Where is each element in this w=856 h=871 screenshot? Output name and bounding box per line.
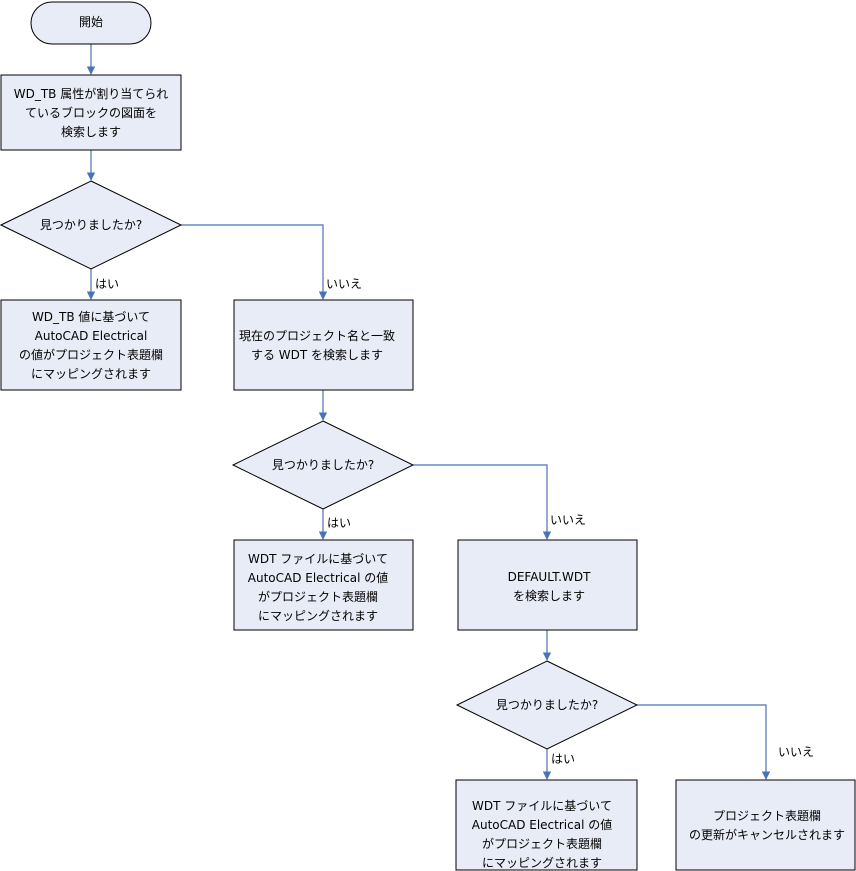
decision-2-label: 見つかりましたか?: [272, 458, 374, 472]
node-text-line: プロジェクト表題欄: [713, 808, 821, 823]
label-d1-no: いいえ: [326, 277, 362, 291]
search-default-wdt-label: DEFAULT.WDT を検索します: [508, 570, 591, 603]
node-text-line: にマッピングされます: [31, 367, 151, 381]
map-wdt-label-1: WDT ファイルに基づいて AutoCAD Electrical の値がプロジェク…: [248, 552, 388, 623]
map-wdtb-label: WD_TB 値に基づいて AutoCAD Electrical の値がプロジェクト表…: [19, 309, 163, 381]
node-text-line: がプロジェクト表題欄: [258, 589, 378, 604]
label-d3-no: いいえ: [778, 745, 814, 759]
label-d1-yes: はい: [95, 277, 119, 291]
node-text-line: を検索します: [513, 589, 585, 603]
edge-decision3-no: [637, 704, 771, 780]
label-d2-no: いいえ: [550, 513, 586, 527]
node-text-line: ているブロックの図面を: [25, 105, 157, 120]
label-d3-yes: はい: [551, 752, 575, 766]
decision-2: [231, 420, 415, 510]
node-text-line: DEFAULT.WDT: [508, 570, 591, 584]
node-text-line: WD_TB 属性が割り当てられ: [14, 86, 168, 101]
decision-1-label: 見つかりましたか?: [40, 218, 142, 232]
map-wdt-process-1: [233, 539, 414, 631]
label-d2-yes: はい: [327, 516, 351, 530]
node-text-line: がプロジェクト表題欄: [482, 836, 602, 851]
search-wdtb-label: WD_TB 属性が割り当てられているブロックの図面を検索します: [14, 86, 168, 139]
connectors: [86, 44, 771, 780]
node-text-line: する WDT を検索します: [251, 348, 383, 362]
node-text-line: 検索します: [61, 125, 121, 139]
search-project-wdt-label: 現在のプロジェクト名と一致する WDT を検索します: [239, 328, 395, 362]
decision-3: [455, 660, 639, 750]
node-text-line: AutoCAD Electrical: [35, 329, 148, 343]
map-wdt-label-2: WDT ファイルに基づいて AutoCAD Electrical の値がプロジェク…: [472, 799, 612, 870]
node-text-line: WDT ファイルに基づいて: [248, 552, 388, 566]
node-text-line: WD_TB 値に基づいて: [32, 309, 150, 324]
node-text-line: AutoCAD Electrical の値: [472, 817, 612, 832]
node-text-line: にマッピングされます: [482, 856, 602, 870]
edge-decision2-no: [413, 464, 552, 540]
node-text-line: にマッピングされます: [258, 609, 378, 623]
search-wdtb-process: [0, 74, 182, 151]
cancel-update-process: [675, 779, 856, 871]
map-wdt-process-2: [455, 779, 638, 871]
node-text-line: 開始: [79, 15, 103, 29]
search-project-wdt-process: [233, 299, 414, 391]
edge-labels: はい いいえ はい いいえ はい いいえ: [95, 277, 814, 766]
decision-1: [0, 180, 183, 270]
decision-3-label: 見つかりましたか?: [496, 698, 598, 712]
node-text-line: の値がプロジェクト表題欄: [19, 347, 163, 362]
cancel-update-label: プロジェクト表題欄の更新がキャンセルされます: [689, 808, 845, 842]
edge-decision1-no: [181, 224, 328, 300]
search-default-wdt-process: [457, 539, 638, 631]
node-text-line: の更新がキャンセルされます: [689, 827, 845, 842]
node-text-line: 現在のプロジェクト名と一致: [239, 328, 395, 343]
start-terminator: [30, 1, 152, 45]
node-text-line: AutoCAD Electrical の値: [248, 570, 388, 585]
map-wdtb-process: [0, 299, 182, 391]
node-text-line: 見つかりましたか?: [496, 698, 598, 712]
node-text-line: 見つかりましたか?: [40, 218, 142, 232]
node-text-line: WDT ファイルに基づいて: [472, 799, 612, 813]
start-label: 開始: [79, 15, 103, 29]
node-text-line: 見つかりましたか?: [272, 458, 374, 472]
